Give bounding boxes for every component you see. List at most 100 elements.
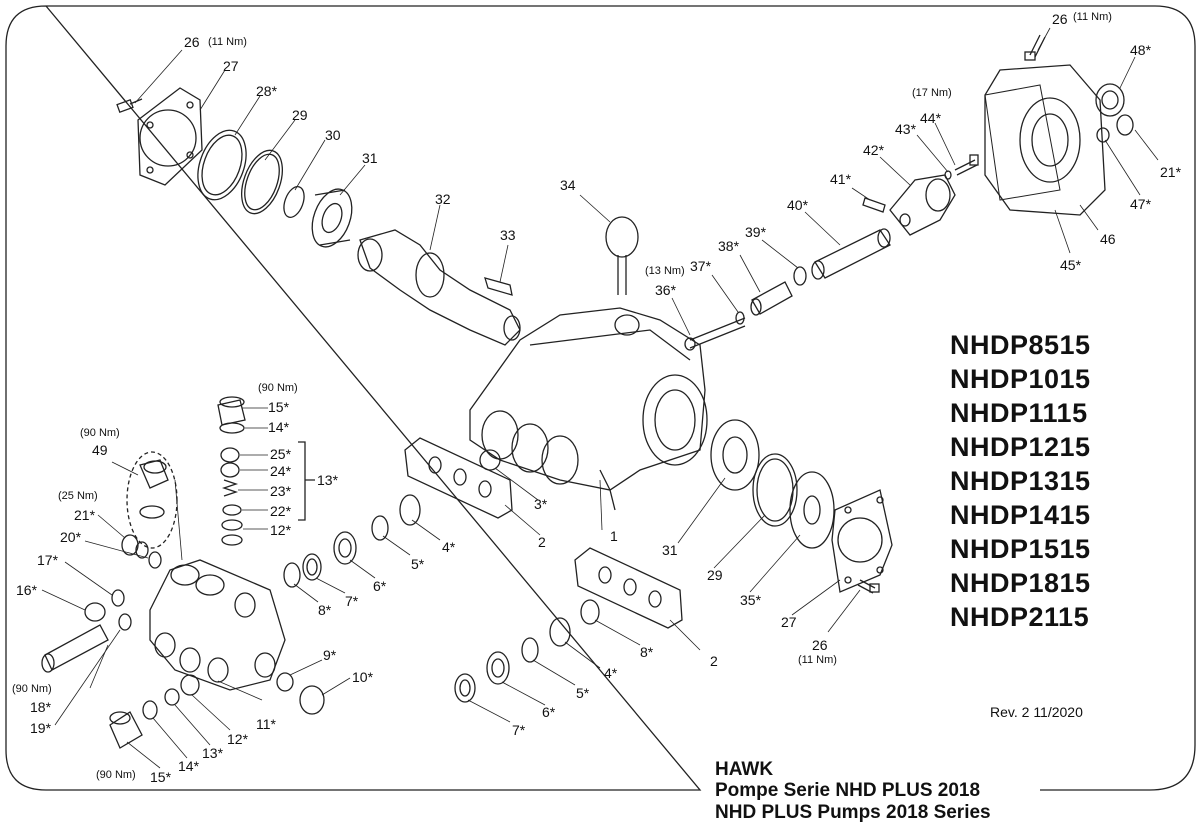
label-22: 22* <box>270 503 292 519</box>
bearing-31-right <box>710 419 760 491</box>
label-43: 43* <box>895 121 917 137</box>
model-name: NHDP1815 <box>950 568 1091 598</box>
oring-4-upper <box>399 494 421 526</box>
bearing-31-top <box>311 188 353 248</box>
label-28: 28* <box>256 83 278 99</box>
label-26-right: 26 <box>812 637 828 653</box>
label-9: 9* <box>323 647 337 663</box>
label-2-lower: 2 <box>710 653 718 669</box>
oring-14-lower <box>142 700 158 720</box>
label-46: 46 <box>1100 231 1116 247</box>
ring-5-lower <box>521 637 539 663</box>
label-2-upper: 2 <box>538 534 546 550</box>
label-45: 45* <box>1060 257 1082 273</box>
label-42: 42* <box>863 142 885 158</box>
label-13-top: 13* <box>317 472 339 488</box>
label-38: 38* <box>718 238 740 254</box>
bolt-26-right <box>857 579 880 594</box>
label-12-top: 12* <box>270 522 292 538</box>
label-24: 24* <box>270 463 292 479</box>
label-21-top: 21* <box>1160 164 1182 180</box>
label-17: 17* <box>37 552 59 568</box>
model-name: NHDP1315 <box>950 466 1091 496</box>
seal-6-lower <box>486 651 510 685</box>
seal-7-lower <box>454 673 476 703</box>
plunger-guide-40 <box>811 228 891 280</box>
label-27-top: 27 <box>223 58 239 74</box>
model-name: NHDP1115 <box>950 398 1088 428</box>
washer-43 <box>944 170 952 180</box>
valve-25 <box>220 447 240 463</box>
bolt-44 <box>954 154 979 176</box>
label-7-upper: 7* <box>345 593 359 609</box>
label-36: 36* <box>655 282 677 298</box>
ring-8-upper <box>283 562 301 588</box>
screw-36 <box>684 317 746 351</box>
label-35: 35* <box>740 592 762 608</box>
oring-9 <box>276 672 294 692</box>
valve-24 <box>220 462 240 478</box>
label-3: 3* <box>534 496 548 512</box>
oring-4-lower <box>549 617 571 647</box>
drawing-border <box>5 5 1196 791</box>
seat-12-top <box>221 519 243 531</box>
label-18: 18* <box>30 699 52 715</box>
bolt-26-top-right <box>1024 34 1046 61</box>
model-name: NHDP2115 <box>950 602 1090 632</box>
torque-26-top-right: (11 Nm) <box>1073 11 1112 23</box>
label-30: 30 <box>325 127 341 143</box>
label-8-upper: 8* <box>318 602 332 618</box>
oring-20 <box>148 551 162 569</box>
label-1: 1 <box>610 528 618 544</box>
brand-name: HAWK <box>715 759 774 780</box>
seal-7-upper <box>302 553 322 581</box>
label-15-top: 15* <box>268 399 290 415</box>
model-name: NHDP1015 <box>950 364 1091 394</box>
label-34: 34 <box>560 177 576 193</box>
label-8-lower: 8* <box>640 644 654 660</box>
crankshaft-32 <box>357 229 521 346</box>
valve-group-13-bracket <box>298 441 315 521</box>
flange-27-right <box>831 489 893 593</box>
label-26-top-left: 26 <box>184 34 200 50</box>
oil-cap-34 <box>605 216 639 295</box>
pipe-18 <box>41 624 109 673</box>
label-44: 44* <box>920 110 942 126</box>
model-name: NHDP1215 <box>950 432 1091 462</box>
plug-49-oring <box>139 505 165 519</box>
ring-28 <box>197 129 247 201</box>
label-14-top: 14* <box>268 419 290 435</box>
model-name: NHDP1415 <box>950 500 1091 530</box>
label-27-right: 27 <box>781 614 797 630</box>
plug-15-lower <box>109 711 143 749</box>
seal-6-upper <box>333 531 357 565</box>
model-name: NHDP8515 <box>950 330 1091 360</box>
label-19: 19* <box>30 720 52 736</box>
label-5-upper: 5* <box>411 556 425 572</box>
seat-22 <box>222 504 242 516</box>
oring-19 <box>118 613 132 631</box>
ring-30 <box>283 186 305 218</box>
torque-36: (13 Nm) <box>645 265 685 277</box>
cover-46 <box>984 64 1106 216</box>
plate-2-lower <box>574 547 683 629</box>
label-25: 25* <box>270 446 292 462</box>
title-italian: Pompe Serie NHD PLUS 2018 <box>715 780 981 801</box>
torque-15-top: (90 Nm) <box>258 382 298 394</box>
model-name: NHDP1515 <box>950 534 1091 564</box>
spring-23 <box>221 479 239 497</box>
plug-49 <box>139 459 169 489</box>
label-33: 33 <box>500 227 516 243</box>
label-31-top: 31 <box>362 150 378 166</box>
revision-note: Rev. 2 11/2020 <box>990 704 1083 720</box>
label-13-lower: 13* <box>202 745 224 761</box>
nut-16 <box>84 602 106 622</box>
label-4-lower: 4* <box>604 665 618 681</box>
label-47: 47* <box>1130 196 1152 212</box>
oring-47 <box>1096 127 1110 143</box>
label-48: 48* <box>1130 42 1152 58</box>
plug-15-top <box>217 396 246 426</box>
torque-49: (90 Nm) <box>80 427 120 439</box>
plug-21-left <box>121 534 149 559</box>
label-4-upper: 4* <box>442 539 456 555</box>
